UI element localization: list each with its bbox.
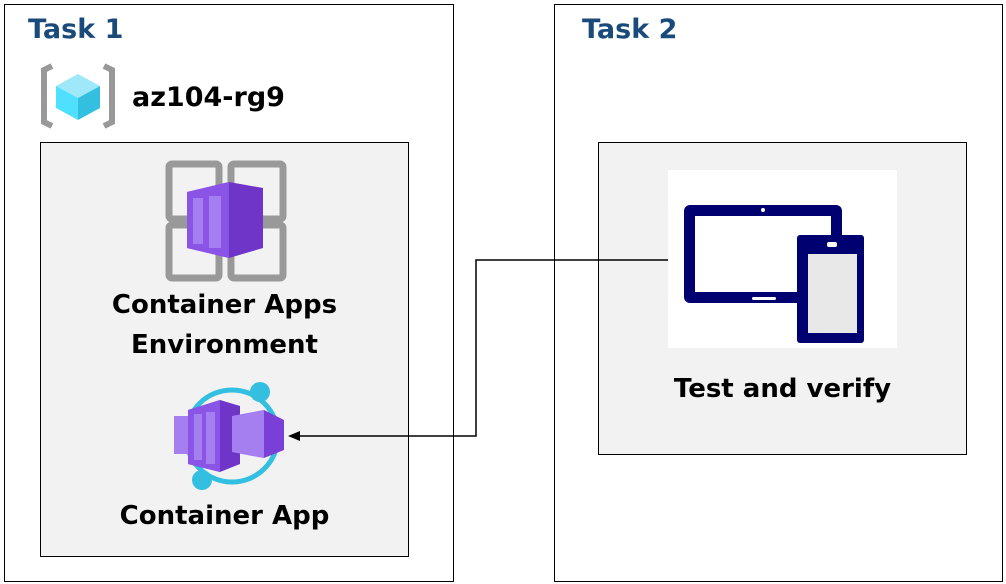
- task2-frame: [554, 4, 1003, 582]
- container-apps-environment-icon: [165, 160, 287, 282]
- environment-label-line2: Environment: [131, 330, 318, 360]
- container-app-label: Container App: [119, 501, 330, 531]
- task2-title: Task 2: [582, 14, 678, 45]
- resource-group-name: az104-rg9: [132, 82, 285, 113]
- container-app-icon: [174, 382, 284, 490]
- task1-frame: [4, 4, 454, 582]
- test-label: Test and verify: [673, 374, 892, 404]
- resource-group-icon: [41, 63, 115, 129]
- task1-title: Task 1: [28, 14, 124, 45]
- tablet-phone-devices-icon: [684, 205, 864, 343]
- environment-label-line1: Container Apps: [111, 290, 338, 320]
